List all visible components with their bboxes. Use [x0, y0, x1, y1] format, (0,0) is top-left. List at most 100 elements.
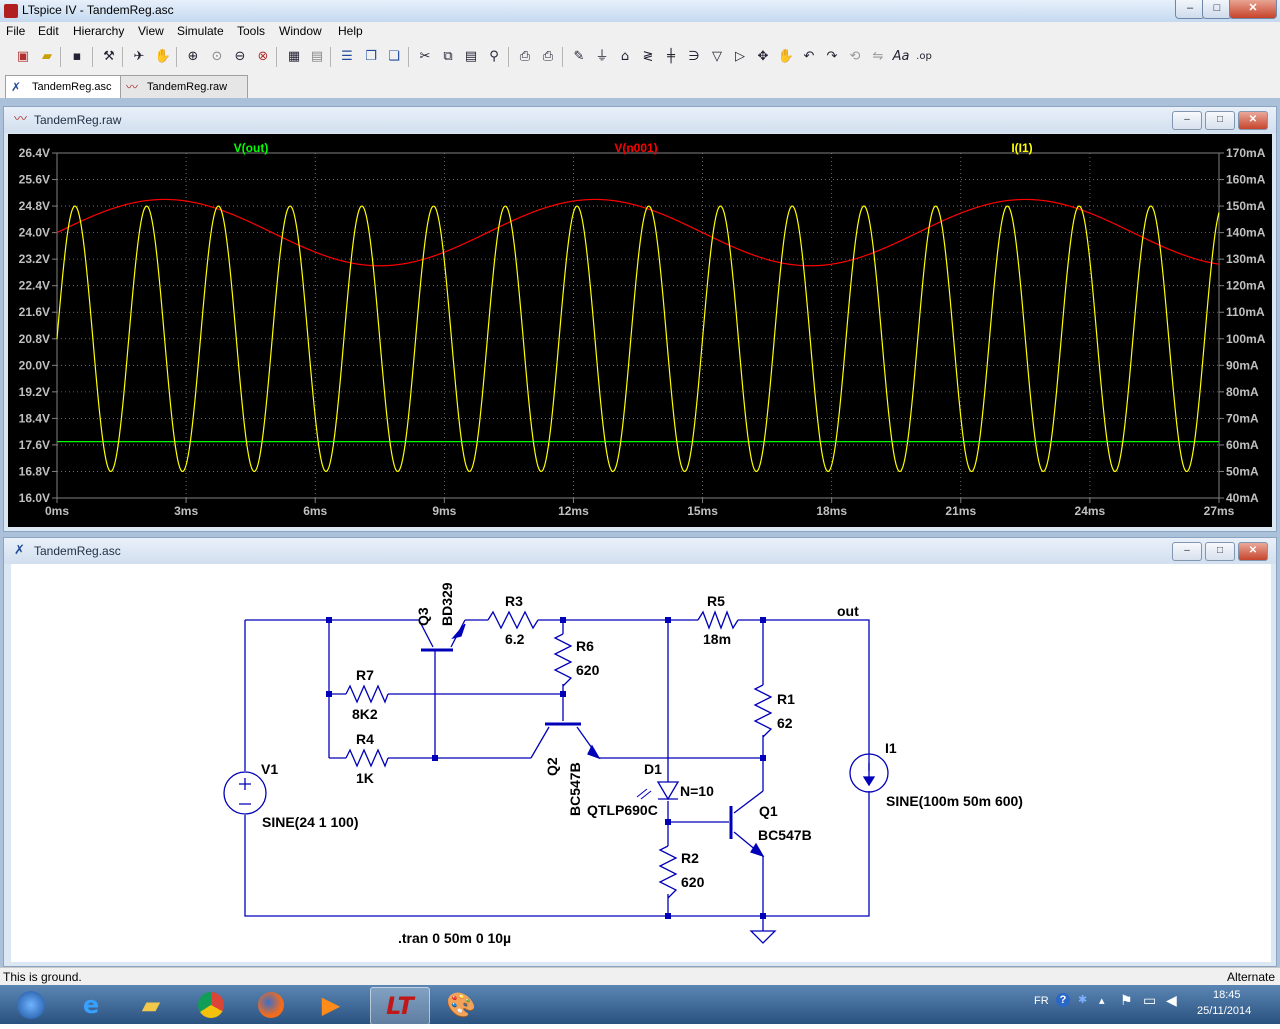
text-icon[interactable]: Aa: [892, 49, 910, 64]
clock-time[interactable]: 18:45: [1213, 989, 1241, 1001]
component-icon[interactable]: ▷: [735, 49, 745, 64]
resistor-r1: [753, 684, 773, 738]
taskbar-explorer[interactable]: ▰: [122, 987, 180, 1023]
menu-file[interactable]: File: [6, 24, 26, 38]
drag-icon[interactable]: ✋: [777, 49, 795, 64]
language-indicator[interactable]: FR: [1034, 995, 1049, 1007]
tile-horizontal-icon[interactable]: ☰: [341, 49, 353, 64]
waveform-icon: 〰: [14, 112, 28, 127]
taskbar-firefox[interactable]: [242, 987, 300, 1023]
toolbar: ▣ ▰ ▪ ⚒ ✈ ✋ ⊕ ⊙ ⊖ ⊗ ▦ ▤ ☰ ❐ ❏ ✂ ⧉ ▤ ⚲ ⎙ …: [0, 42, 1280, 73]
inductor-icon[interactable]: ∋: [688, 49, 700, 64]
taskbar: e ▰ ▶ LT 🎨 FR ? ✱ ▴ ⚑ ▭ ◀ 18:45 25/11/20…: [0, 985, 1280, 1025]
zoom-out-icon[interactable]: ⊖: [234, 49, 246, 64]
r7-value: 8K2: [352, 706, 378, 722]
y-tick-label-left: 23.2V: [19, 252, 50, 266]
legend-vn001[interactable]: V(n001): [614, 141, 657, 155]
waveform-close-button[interactable]: ✕: [1238, 111, 1268, 130]
y-tick-label-right: 80mA: [1226, 385, 1259, 399]
menu-edit[interactable]: Edit: [38, 24, 59, 38]
tab-schematic[interactable]: ✗ TandemReg.asc: [5, 75, 122, 98]
print-preview-icon[interactable]: ⎙: [519, 49, 531, 64]
flag-icon[interactable]: ⚑: [1120, 992, 1133, 1008]
menu-bar: File Edit Hierarchy View Simulate Tools …: [0, 22, 1280, 42]
close-button[interactable]: ✕: [1229, 0, 1277, 19]
waveform-restore-button[interactable]: □: [1205, 111, 1235, 130]
tile-vertical-icon[interactable]: ❏: [388, 49, 400, 64]
zoom-in-icon[interactable]: ⊕: [187, 49, 199, 64]
legend-ii1[interactable]: I(I1): [1011, 141, 1032, 155]
paste-icon[interactable]: ▤: [464, 49, 478, 64]
resistor-icon[interactable]: ≷: [642, 49, 654, 64]
d1-value: QTLP690C: [587, 802, 658, 818]
menu-tools[interactable]: Tools: [237, 24, 266, 38]
schematic-restore-button[interactable]: □: [1205, 542, 1235, 561]
redo-icon[interactable]: ↷: [826, 49, 838, 64]
tray-expand-icon[interactable]: ▴: [1099, 995, 1105, 1007]
title-bar: LTspice IV - TandemReg.asc – □ ✕: [0, 0, 1280, 23]
volume-icon[interactable]: ◀: [1166, 992, 1177, 1008]
cut-icon[interactable]: ✂: [419, 49, 431, 64]
window-title: LTspice IV - TandemReg.asc: [22, 3, 174, 17]
start-button[interactable]: [2, 987, 60, 1023]
control-panel-icon[interactable]: ⚒: [103, 49, 115, 64]
menu-simulate[interactable]: Simulate: [177, 24, 224, 38]
menu-view[interactable]: View: [138, 24, 164, 38]
x-tick-label: 0ms: [45, 504, 69, 518]
clock-date[interactable]: 25/11/2014: [1197, 1005, 1252, 1017]
diode-icon[interactable]: ▽: [712, 49, 722, 64]
taskbar-chrome[interactable]: [182, 987, 240, 1023]
halt-icon[interactable]: ✋: [154, 49, 172, 64]
pan-icon[interactable]: ⊙: [211, 49, 223, 64]
draw-wire-icon[interactable]: ✎: [573, 49, 585, 64]
y-tick-label-left: 19.2V: [19, 385, 50, 399]
media-player-icon: ▶: [321, 991, 341, 1019]
schematic-minimize-button[interactable]: –: [1172, 542, 1202, 561]
firefox-icon: [242, 987, 300, 1023]
minimize-button[interactable]: –: [1175, 0, 1205, 19]
wire-v1-bottom: [244, 791, 870, 917]
spice-directive: .tran 0 50m 0 10µ: [398, 930, 511, 946]
y-tick-label-left: 24.0V: [19, 226, 50, 240]
menu-hierarchy[interactable]: Hierarchy: [73, 24, 125, 38]
y-tick-label-left: 24.8V: [19, 199, 50, 213]
print-icon[interactable]: ⎙: [542, 49, 554, 64]
mirror-icon[interactable]: ⇋: [872, 49, 884, 64]
menu-help[interactable]: Help: [338, 24, 363, 38]
find-icon[interactable]: ⚲: [489, 49, 499, 64]
tab-waveform[interactable]: 〰 TandemReg.raw: [120, 75, 248, 98]
schematic-close-button[interactable]: ✕: [1238, 542, 1268, 561]
bluetooth-icon[interactable]: ✱: [1078, 994, 1088, 1006]
open-icon[interactable]: ▰: [42, 49, 52, 64]
rotate-icon[interactable]: ⟲: [849, 49, 861, 64]
menu-window[interactable]: Window: [279, 24, 322, 38]
taskbar-paint[interactable]: 🎨: [432, 987, 490, 1023]
schematic-canvas[interactable]: Q3 BD329 R3 6.2 R5 18m out R6 620 R7 8K2…: [11, 564, 1271, 962]
ground-icon[interactable]: ⏚: [595, 49, 609, 64]
save-icon[interactable]: ▪: [72, 49, 82, 64]
autorange-icon[interactable]: ▦: [287, 49, 301, 64]
ltspice-icon: LT: [386, 992, 414, 1020]
legend-vout[interactable]: V(out): [234, 141, 269, 155]
grid-icon[interactable]: ▤: [310, 49, 324, 64]
y-tick-label-left: 17.6V: [19, 438, 50, 452]
maximize-button[interactable]: □: [1202, 0, 1232, 19]
r5-value: 18m: [703, 631, 731, 647]
copy-icon[interactable]: ⧉: [443, 49, 453, 64]
waveform-plot[interactable]: 26.4V25.6V24.8V24.0V23.2V22.4V21.6V20.8V…: [8, 134, 1272, 527]
label-net-icon[interactable]: ⌂: [620, 49, 630, 64]
spice-directive-icon[interactable]: .op: [916, 51, 932, 62]
move-icon[interactable]: ✥: [757, 49, 769, 64]
run-icon[interactable]: ✈: [133, 49, 145, 64]
taskbar-ltspice[interactable]: LT: [370, 987, 430, 1025]
help-icon[interactable]: ?: [1056, 993, 1070, 1007]
cascade-icon[interactable]: ❐: [365, 49, 377, 64]
capacitor-icon[interactable]: ╪: [667, 49, 675, 64]
network-icon[interactable]: ▭: [1143, 992, 1157, 1008]
undo-icon[interactable]: ↶: [803, 49, 815, 64]
taskbar-media[interactable]: ▶: [302, 987, 360, 1023]
zoom-fit-icon[interactable]: ⊗: [257, 49, 269, 64]
taskbar-ie[interactable]: e: [62, 987, 120, 1023]
waveform-minimize-button[interactable]: –: [1172, 111, 1202, 130]
new-schematic-icon[interactable]: ▣: [16, 49, 30, 64]
